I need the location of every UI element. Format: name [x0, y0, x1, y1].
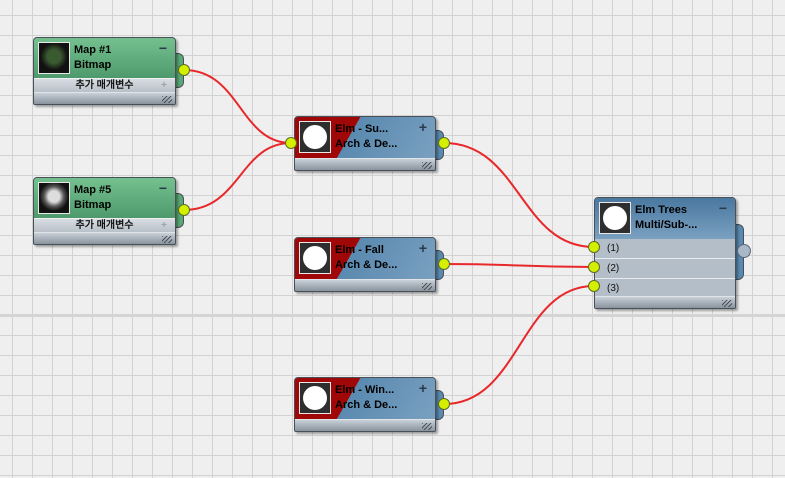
node-header[interactable]: Elm - Win... Arch & De... + — [295, 378, 435, 419]
sphere-preview — [303, 386, 327, 410]
output-socket[interactable] — [438, 258, 450, 270]
node-footer — [34, 232, 175, 244]
sphere-preview — [303, 125, 327, 149]
expand-button[interactable]: + — [418, 380, 427, 396]
node-header[interactable]: Elm Trees Multi/Sub-... − — [595, 198, 735, 239]
resize-grip-icon[interactable] — [162, 236, 172, 243]
node-type: Arch & De... — [335, 259, 398, 271]
sphere-preview — [603, 206, 627, 230]
wire-map1-to-elm-su[interactable] — [183, 69, 292, 144]
node-header[interactable]: Elm - Fall Arch & De... + — [295, 238, 435, 279]
output-socket[interactable] — [438, 398, 450, 410]
grid-major-line — [0, 314, 785, 317]
node-header[interactable]: Map #5 Bitmap − — [34, 178, 175, 218]
node-footer — [34, 92, 175, 104]
input-socket-3[interactable] — [588, 280, 600, 292]
node-footer — [295, 158, 435, 170]
resize-grip-icon[interactable] — [422, 162, 432, 169]
wire-elm-win-to-slot3[interactable] — [443, 285, 595, 405]
resize-grip-icon[interactable] — [422, 423, 432, 430]
collapse-button[interactable]: − — [158, 180, 167, 196]
resize-grip-icon[interactable] — [162, 96, 172, 103]
collapse-button[interactable]: − — [718, 200, 727, 216]
node-title: Elm - Fall — [335, 244, 384, 256]
input-socket-2[interactable] — [588, 261, 600, 273]
expand-button[interactable]: + — [418, 119, 427, 135]
output-socket[interactable] — [737, 244, 751, 258]
input-socket[interactable] — [285, 137, 297, 149]
material-thumbnail — [299, 382, 331, 414]
param-label: 추가 매개변수 — [75, 80, 134, 91]
wire-elm-fall-to-slot2[interactable] — [443, 263, 595, 268]
node-type: Arch & De... — [335, 399, 398, 411]
tree-dark-thumbnail — [38, 42, 70, 74]
output-socket[interactable] — [438, 137, 450, 149]
param-label: 추가 매개변수 — [75, 220, 134, 231]
resize-grip-icon[interactable] — [722, 300, 732, 307]
node-type: Arch & De... — [335, 138, 398, 150]
node-type: Bitmap — [74, 59, 112, 71]
node-footer — [295, 279, 435, 291]
node-type: Bitmap — [74, 199, 112, 211]
node-type: Multi/Sub-... — [635, 219, 698, 231]
input-socket-1[interactable] — [588, 241, 600, 253]
material-thumbnail — [299, 242, 331, 274]
material-thumbnail — [599, 202, 631, 234]
sphere-preview — [303, 246, 327, 270]
collapse-button[interactable]: − — [158, 40, 167, 56]
expand-icon[interactable]: + — [161, 220, 167, 231]
param-row[interactable]: 추가 매개변수 + — [34, 78, 175, 92]
node-footer — [295, 419, 435, 431]
wire-map5-to-elm-su[interactable] — [183, 142, 292, 211]
output-socket[interactable] — [178, 64, 190, 76]
node-title: Elm - Win... — [335, 384, 395, 396]
expand-icon[interactable]: + — [161, 80, 167, 91]
node-title: Elm Trees — [635, 204, 687, 216]
output-socket[interactable] — [178, 204, 190, 216]
resize-grip-icon[interactable] — [422, 283, 432, 290]
node-header[interactable]: Elm - Su... Arch & De... + — [295, 117, 435, 158]
material-thumbnail — [299, 121, 331, 153]
node-footer — [595, 296, 735, 308]
param-row[interactable]: 추가 매개변수 + — [34, 218, 175, 232]
tree-white-thumbnail — [38, 182, 70, 214]
node-title: Map #5 — [74, 184, 112, 196]
slot-row-1[interactable]: (1) — [595, 239, 735, 259]
node-title: Map #1 — [74, 44, 112, 56]
node-header[interactable]: Map #1 Bitmap − — [34, 38, 175, 78]
node-title: Elm - Su... — [335, 123, 389, 135]
wire-elm-su-to-slot1[interactable] — [443, 142, 595, 248]
slot-row-2[interactable]: (2) — [595, 259, 735, 279]
expand-button[interactable]: + — [418, 240, 427, 256]
